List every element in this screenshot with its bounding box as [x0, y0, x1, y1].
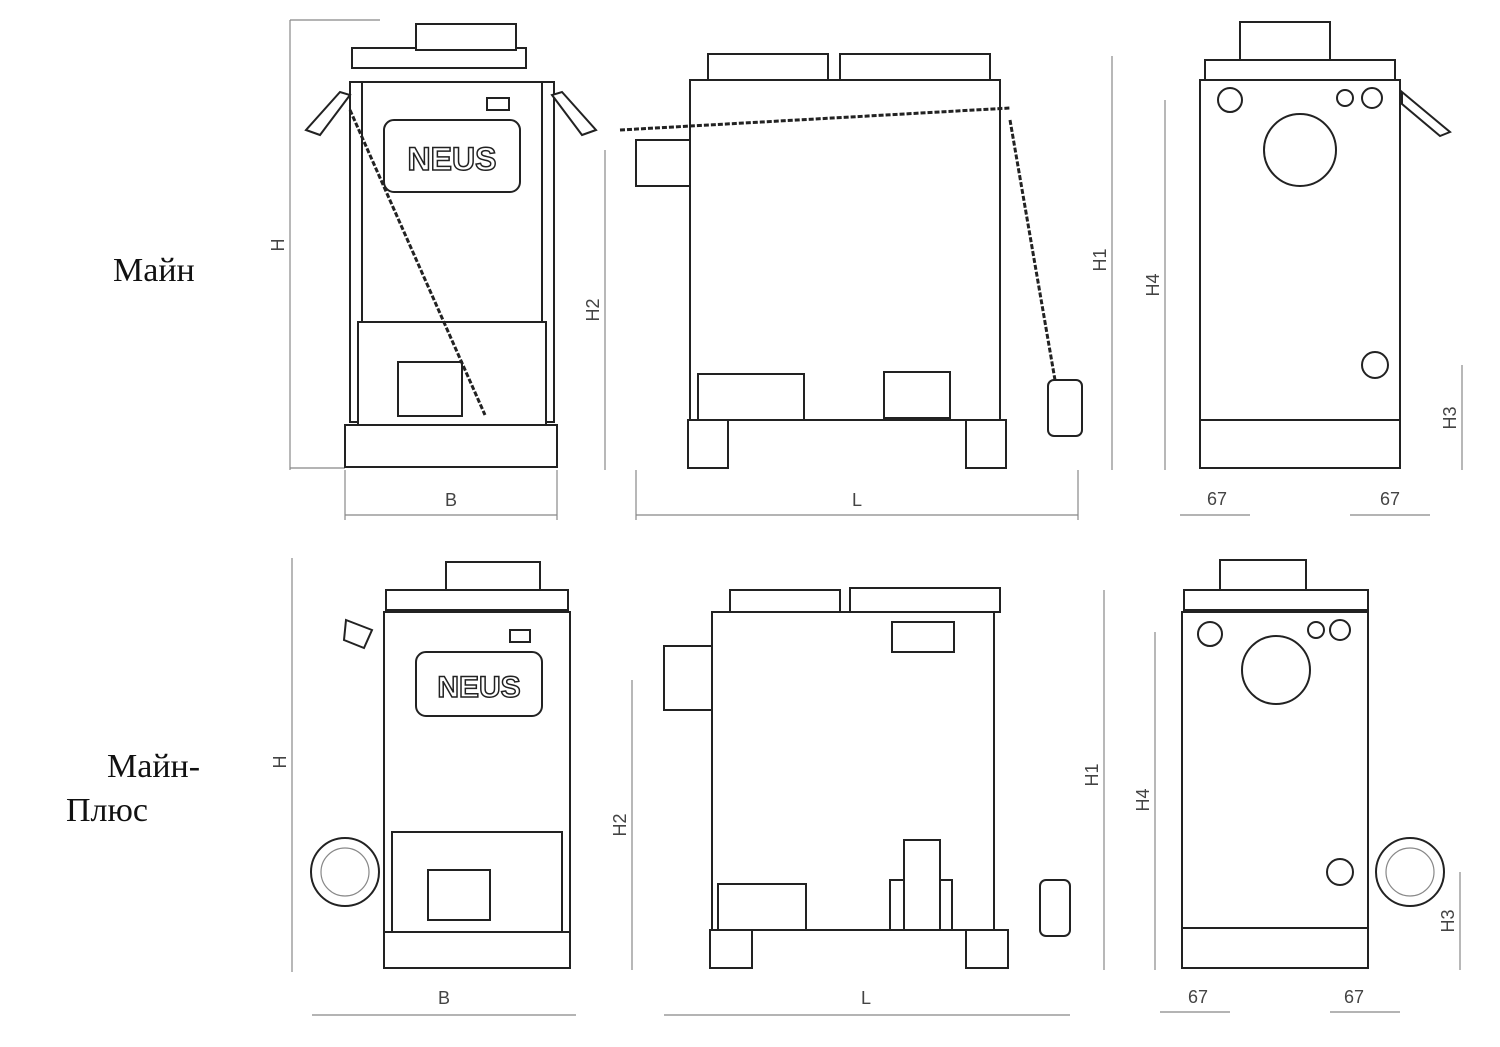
fan-grille — [320, 847, 370, 897]
ash-door — [697, 373, 805, 421]
model-label-main-plus-line2: Плюс — [66, 792, 149, 829]
h3-label: H3 — [1438, 909, 1458, 932]
model-label-main-plus-line1: Майн- — [107, 748, 201, 785]
boiler-body — [689, 79, 1001, 421]
base — [344, 424, 558, 468]
logo-plate — [383, 119, 521, 193]
base — [1181, 927, 1369, 969]
base — [1199, 419, 1401, 469]
leg-right — [965, 419, 1007, 469]
chain — [619, 106, 1011, 132]
height-label: H — [268, 239, 288, 252]
height-label: H — [270, 756, 290, 769]
h1-label: H1 — [1090, 248, 1110, 271]
h3-label: H3 — [1440, 406, 1460, 429]
side-view-main: H2 H1 L — [583, 53, 1113, 520]
logo-plate — [415, 651, 543, 717]
pipe — [1361, 87, 1383, 109]
offset-left-label: 67 — [1188, 987, 1208, 1007]
chain — [1008, 119, 1057, 381]
back-view-main-plus: H4 H3 67 67 — [1133, 559, 1461, 1013]
air-damper — [397, 361, 463, 417]
width-label: B — [438, 988, 450, 1008]
length-label: L — [852, 490, 862, 510]
drain-pipe — [1326, 858, 1354, 886]
cleaning-door — [883, 371, 951, 419]
side-view-main-plus: H2 H1 L — [610, 587, 1105, 1016]
boiler-body — [711, 611, 995, 931]
back-view-main: H4 H3 67 67 — [1143, 21, 1463, 516]
return-pipe — [1197, 621, 1223, 647]
offset-left-label: 67 — [1207, 489, 1227, 509]
chimney-outlet — [1263, 113, 1337, 187]
handle — [415, 23, 517, 51]
pipe — [1329, 619, 1351, 641]
side-handle — [1401, 89, 1452, 138]
h4-label: H4 — [1133, 788, 1153, 811]
leg-right — [965, 929, 1009, 969]
top-cover-left — [707, 53, 829, 81]
side-handle-right — [550, 90, 598, 137]
pipe — [1336, 89, 1354, 107]
pipe — [1307, 621, 1325, 639]
top-cover-left — [729, 589, 841, 613]
base — [383, 931, 571, 969]
length-label: L — [861, 988, 871, 1008]
leg-left — [709, 929, 753, 969]
control-panel — [891, 621, 955, 653]
offset-right-label: 67 — [1344, 987, 1364, 1007]
top-cover-right — [839, 53, 991, 81]
handle — [1239, 21, 1331, 61]
offset-right-label: 67 — [1380, 489, 1400, 509]
chimney-outlet — [1241, 635, 1311, 705]
side-handle — [342, 618, 374, 650]
top-lid — [1204, 59, 1396, 81]
handle — [445, 561, 541, 591]
width-label: B — [445, 490, 457, 510]
top-lid — [385, 589, 569, 611]
fan-duct — [903, 839, 941, 931]
h2-label: H2 — [610, 813, 630, 836]
air-damper — [427, 869, 491, 921]
flue-box — [663, 645, 713, 711]
side-handle-left — [304, 90, 352, 137]
h1-label: H1 — [1082, 763, 1102, 786]
return-pipe — [1217, 87, 1243, 113]
model-label-main: Майн — [113, 252, 195, 289]
fan-grille — [1385, 847, 1435, 897]
logo-text: NEUS — [408, 141, 497, 177]
flue-box — [635, 139, 691, 187]
leg-left — [687, 419, 729, 469]
top-lid — [1183, 589, 1369, 611]
indicator — [486, 97, 510, 111]
front-view-main-plus: H NEUS B — [270, 558, 576, 1016]
handle — [1219, 559, 1307, 591]
ash-door — [717, 883, 807, 931]
indicator — [509, 629, 531, 643]
front-view-main: H NEUS B — [268, 19, 598, 520]
handle — [1039, 879, 1071, 937]
drain-pipe — [1361, 351, 1389, 379]
logo-text: NEUS — [437, 671, 520, 704]
top-cover-right — [849, 587, 1001, 613]
h4-label: H4 — [1143, 273, 1163, 296]
chain — [348, 109, 487, 416]
handle — [1047, 379, 1083, 437]
h2-label: H2 — [583, 298, 603, 321]
